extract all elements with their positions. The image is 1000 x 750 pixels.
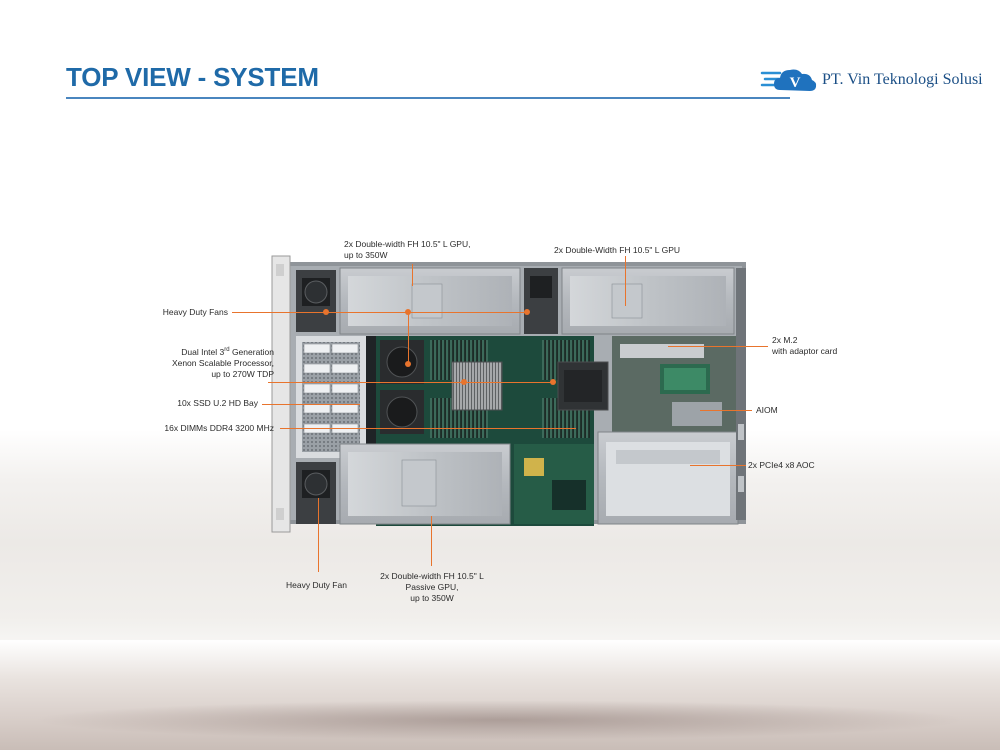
callout-heavy-duty-fan: Heavy Duty Fan bbox=[286, 580, 347, 590]
leader-fans-top bbox=[232, 312, 528, 313]
leader-dot bbox=[461, 379, 467, 385]
background-bottom-band bbox=[0, 640, 1000, 750]
background-bottom-shadow bbox=[30, 700, 970, 740]
leader-gpu-top-right bbox=[625, 256, 626, 306]
callout-gpu-top-left: 2x Double-width FH 10.5" L GPU, up to 35… bbox=[344, 239, 471, 260]
page-title: TOP VIEW - SYSTEM bbox=[66, 62, 319, 92]
company-name: PT. Vin Teknologi Solusi bbox=[822, 71, 983, 88]
callout-gpu-top-right: 2x Double-Width FH 10.5" L GPU bbox=[554, 245, 681, 255]
callout-heavy-duty-fans: Heavy Duty Fans bbox=[162, 307, 228, 317]
leader-gpu-bottom bbox=[431, 516, 432, 566]
callout-aiom: AIOM bbox=[756, 405, 778, 415]
leader-pcie bbox=[690, 465, 746, 466]
leader-fan-bottom bbox=[318, 498, 319, 572]
callout-m2: 2x M.2 with adaptor card bbox=[772, 335, 838, 356]
callout-dimms: 16x DIMMs DDR4 3200 MHz bbox=[164, 423, 274, 433]
leader-ssd bbox=[262, 404, 360, 405]
svg-text:V: V bbox=[790, 75, 801, 91]
callout-gpu-bottom: 2x Double-width FH 10.5" L Passive GPU, … bbox=[380, 571, 484, 603]
callout-pcie-aoc: 2x PCIe4 x8 AOC bbox=[748, 460, 815, 470]
title-underline bbox=[66, 97, 790, 99]
company-logo: V PT. Vin Teknologi Solusi bbox=[760, 62, 990, 96]
leader-fans-drop bbox=[408, 312, 409, 364]
cloud-logo-icon: V bbox=[760, 69, 817, 91]
leader-gpu-top-left bbox=[412, 264, 413, 286]
leader-dimms bbox=[280, 428, 576, 429]
leader-aiom bbox=[700, 410, 752, 411]
leader-dot bbox=[323, 309, 329, 315]
callout-ssd-bay: 10x SSD U.2 HD Bay bbox=[177, 398, 258, 408]
server-top-view-photo bbox=[271, 255, 746, 533]
leader-dot bbox=[550, 379, 556, 385]
leader-dot bbox=[405, 361, 411, 367]
callout-cpu: Dual Intel 3rd Generation Xenon Scalable… bbox=[171, 347, 274, 379]
leader-cpu bbox=[268, 382, 554, 383]
leader-m2 bbox=[668, 346, 768, 347]
leader-dot bbox=[524, 309, 530, 315]
